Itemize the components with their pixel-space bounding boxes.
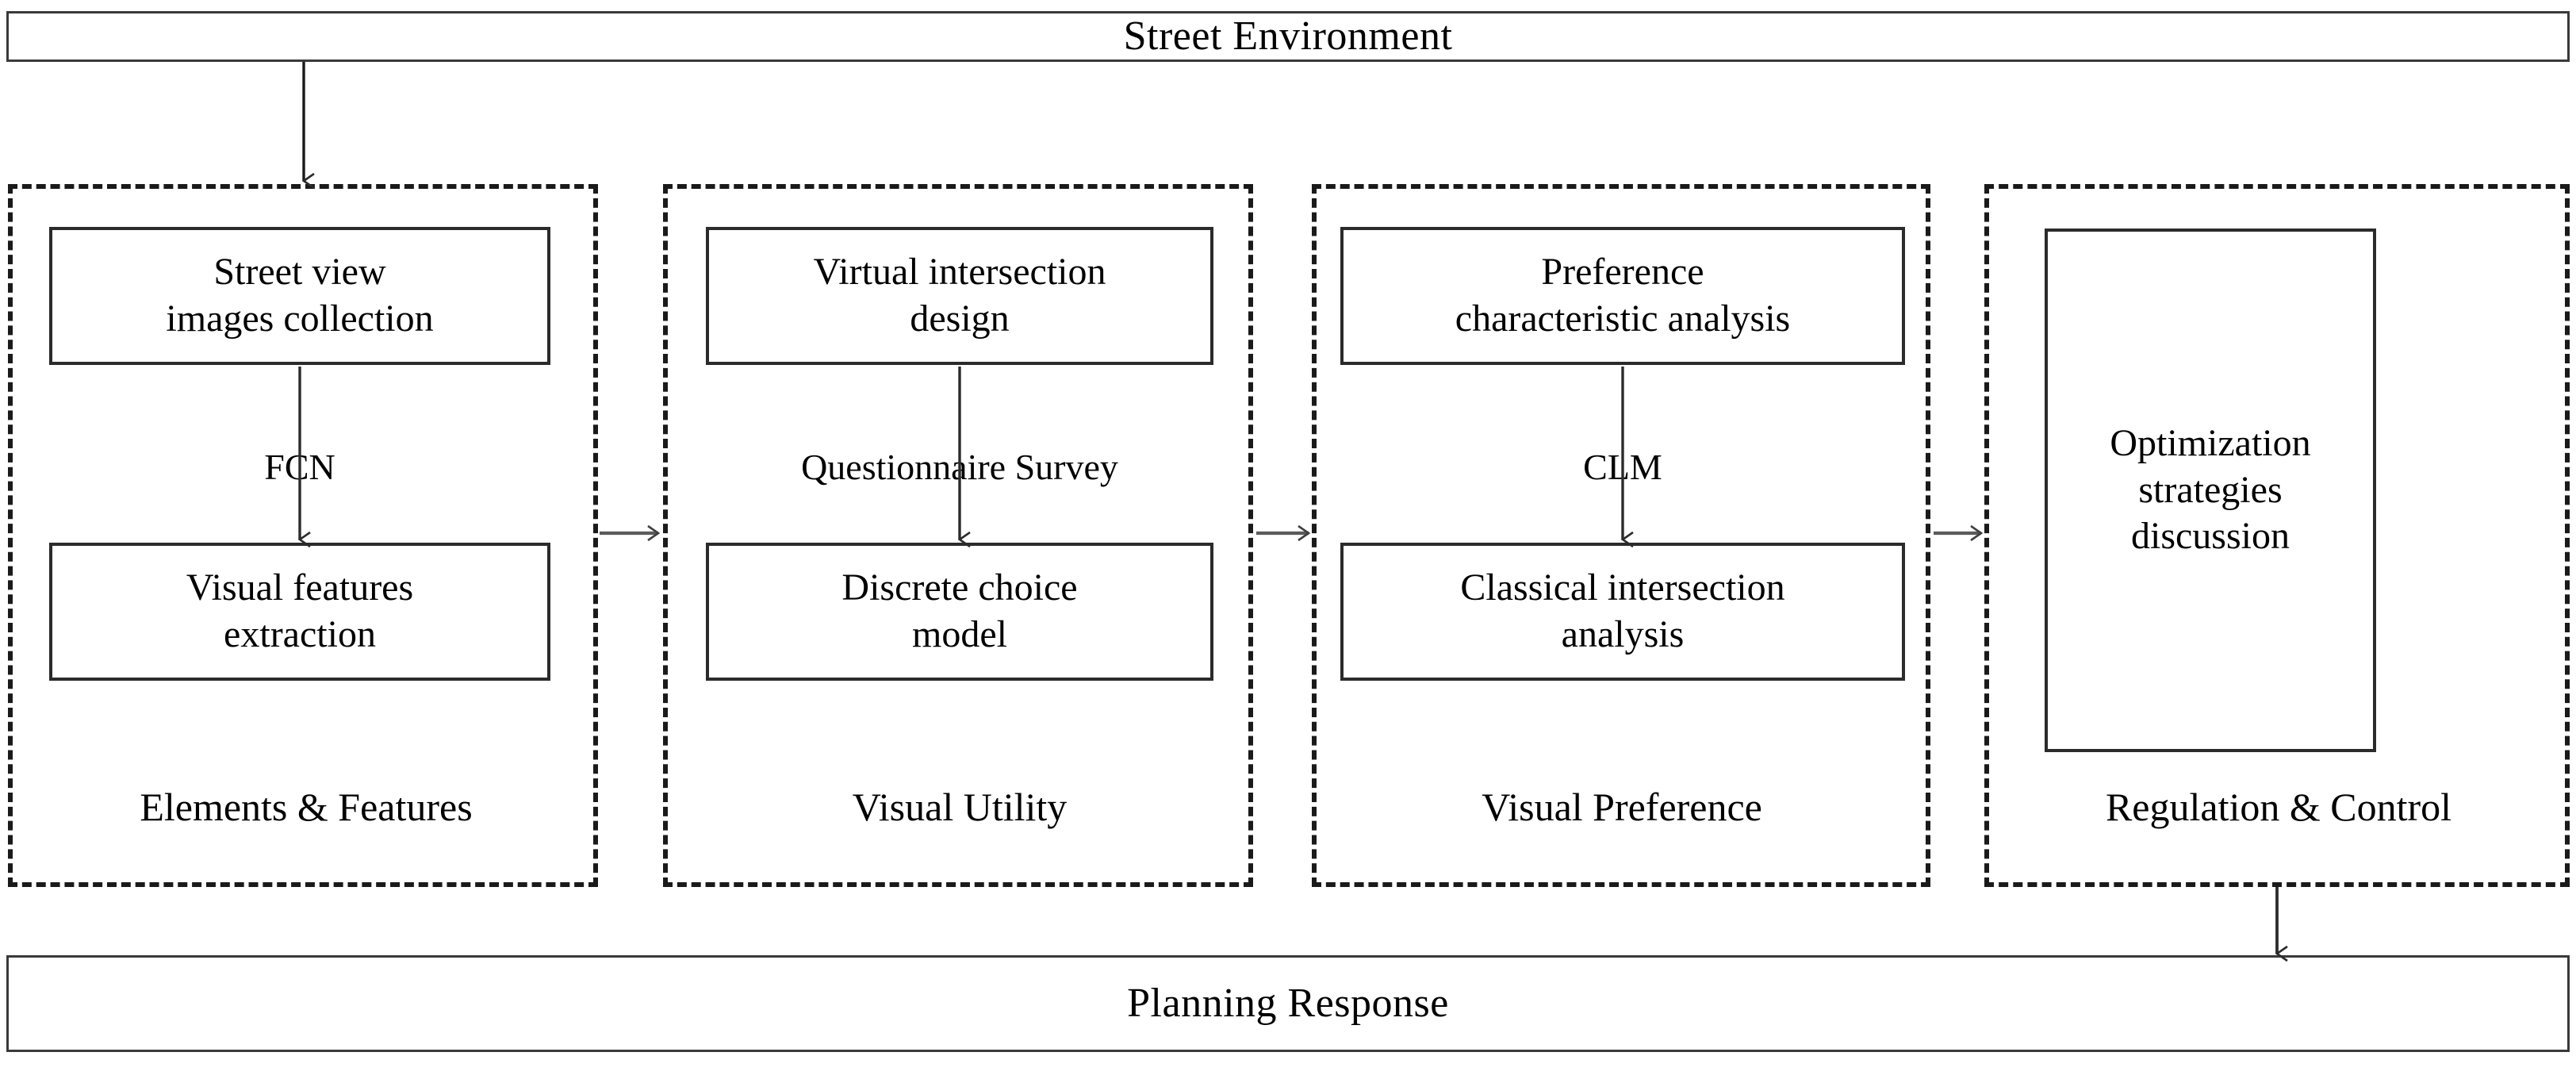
stage-regulation-control (1984, 184, 2570, 887)
box-preference-characteristic-analysis: Preference characteristic analysis (1340, 227, 1905, 365)
box-classical-intersection-analysis: Classical intersection analysis (1340, 543, 1905, 681)
box-visual-features-extraction: Visual features extraction (49, 543, 550, 681)
connector-label-clm: CLM (1583, 447, 1662, 487)
stage-caption-visual-utility: Visual Utility (852, 785, 1068, 829)
street-environment-label: Street Environment (1123, 13, 1453, 59)
box-discrete-choice-model: Discrete choice model (706, 543, 1213, 681)
stage-visual-utility (663, 184, 1253, 887)
box-visual-features-extraction-label: Visual features extraction (186, 566, 414, 655)
box-street-view-images-collection: Street view images collection (49, 227, 550, 365)
box-preference-characteristic-analysis-label: Preference characteristic analysis (1455, 251, 1791, 340)
stage-visual-preference (1312, 184, 1930, 887)
box-virtual-intersection-design: Virtual intersection design (706, 227, 1213, 365)
street-environment-bar: Street Environment (6, 11, 2570, 62)
planning-response-label: Planning Response (1127, 981, 1449, 1026)
box-street-view-images-collection-label: Street view images collection (166, 251, 434, 340)
box-optimization-strategies-discussion: Optimization strategies discussion (2045, 228, 2376, 752)
connector-label-questionnaire-survey: Questionnaire Survey (801, 447, 1118, 487)
stage-caption-regulation-control: Regulation & Control (2105, 785, 2452, 829)
connector-label-fcn: FCN (264, 447, 335, 487)
box-optimization-strategies-discussion-label: Optimization strategies discussion (2110, 422, 2311, 558)
stage-caption-elements-features: Elements & Features (140, 785, 473, 829)
box-virtual-intersection-design-label: Virtual intersection design (813, 251, 1106, 340)
planning-response-bar: Planning Response (6, 955, 2570, 1052)
box-discrete-choice-model-label: Discrete choice model (841, 566, 1078, 655)
box-classical-intersection-analysis-label: Classical intersection analysis (1460, 566, 1785, 655)
stage-caption-visual-preference: Visual Preference (1482, 785, 1762, 829)
